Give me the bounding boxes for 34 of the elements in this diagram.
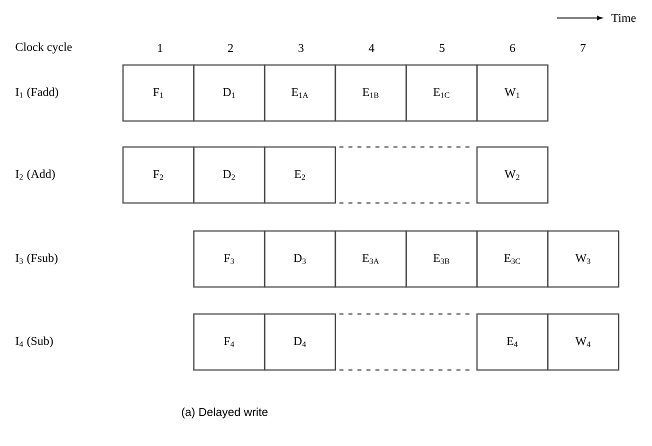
instruction-label: I$_{1}$ (Fadd) (16, 88, 58, 98)
stage-cell: F$_{1}$ (122, 64, 194, 122)
stage-cell: E$_{2}$ (264, 146, 336, 204)
stage-cell: E$_{3A}$ (334, 230, 407, 288)
cycle-number: 2 (228, 44, 233, 52)
stage-cell: D$_{3}$ (264, 230, 336, 288)
stage-cell: E$_{4}$ (476, 313, 548, 371)
stage-cell: E$_{1C}$ (406, 64, 478, 122)
caption: (a) Delayed write (182, 408, 268, 418)
stage-cell: W$_{1}$ (476, 64, 548, 122)
stage-cell: F$_{4}$ (193, 313, 266, 371)
stage-cell: E$_{1B}$ (334, 64, 407, 122)
stage-cell: D$_{2}$ (193, 146, 266, 204)
instruction-label: I$_{4}$ (Sub) (16, 336, 53, 348)
cycle-number: 3 (298, 44, 304, 52)
cycle-number: 6 (510, 44, 516, 52)
stage-cell: E$_{3C}$ (476, 230, 548, 288)
cycle-number: 1 (158, 44, 162, 52)
stage-cell: D$_{4}$ (264, 313, 336, 371)
cycle-number: 7 (580, 44, 586, 52)
instruction-label: I$_{2}$ (Add) (16, 170, 55, 180)
stage-cell: F$_{3}$ (193, 230, 266, 288)
cycle-number: 5 (440, 44, 445, 52)
stage-cell: W$_{4}$ (547, 313, 620, 371)
stage-cell: W$_{3}$ (547, 230, 620, 288)
axis-label: Clock cycle (16, 42, 72, 54)
stage-cell: W$_{2}$ (476, 146, 548, 204)
stage-cell: F$_{2}$ (122, 146, 194, 204)
cycle-number: 4 (368, 44, 374, 52)
stage-cell: E$_{3B}$ (406, 230, 478, 288)
stage-cell: E$_{1A}$ (264, 64, 336, 122)
time-label: Time (611, 14, 636, 22)
stage-cell: D$_{1}$ (193, 64, 266, 122)
instruction-label: I$_{3}$ (Fsub) (16, 254, 58, 264)
